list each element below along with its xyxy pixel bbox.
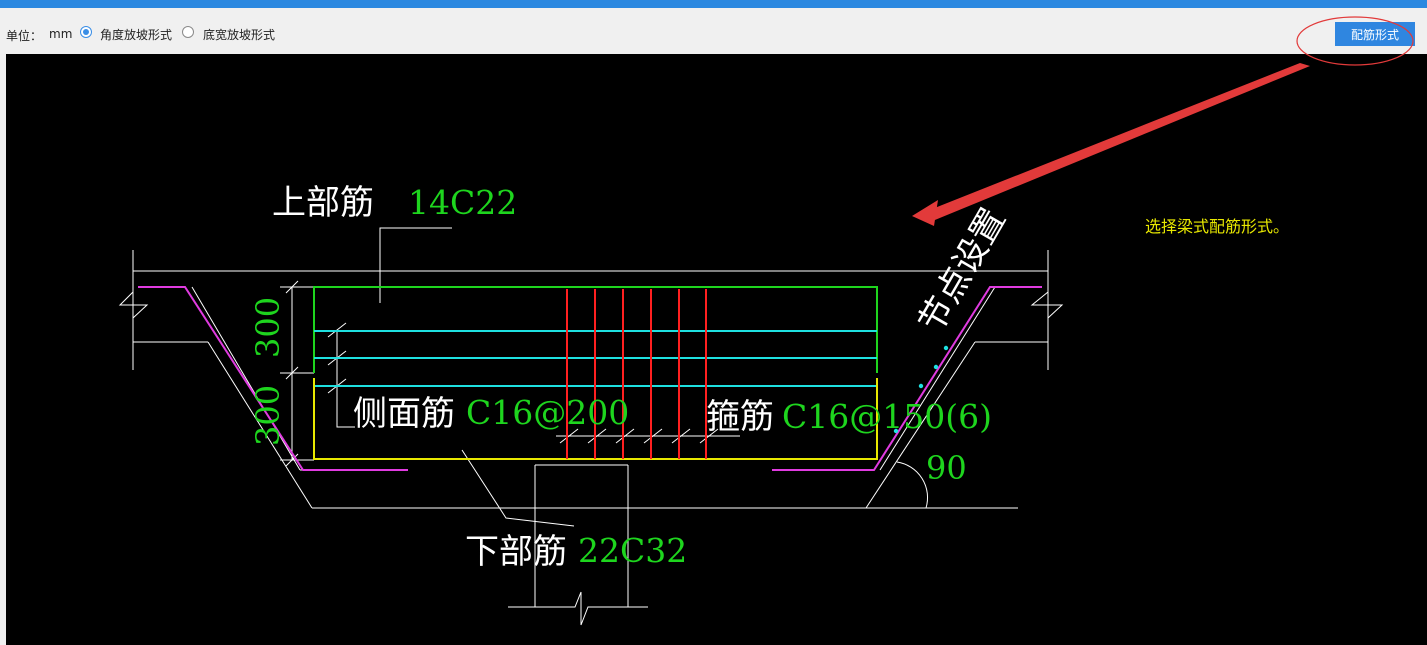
unit-value: mm (49, 27, 73, 41)
unit-label: 单位： (6, 29, 43, 43)
window-top-bar (0, 0, 1427, 8)
radio-width-slope-label[interactable]: 底宽放坡形式 (203, 28, 276, 42)
radio-angle-slope[interactable] (80, 26, 92, 38)
drawing-canvas[interactable] (6, 54, 1427, 645)
rebar-form-button[interactable]: 配筋形式 (1335, 22, 1415, 46)
radio-angle-slope-label[interactable]: 角度放坡形式 (100, 28, 173, 42)
radio-width-slope[interactable] (182, 26, 194, 38)
toolbar: 单位： mm 角度放坡形式 底宽放坡形式 配筋形式 (0, 8, 1427, 54)
